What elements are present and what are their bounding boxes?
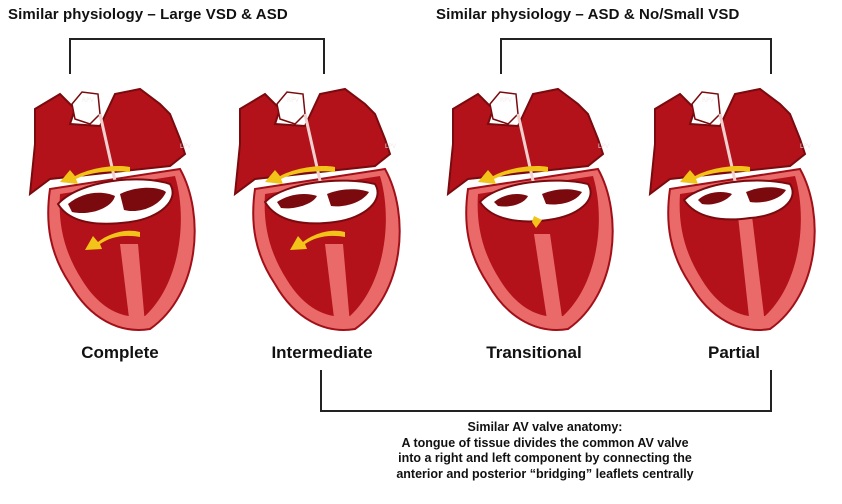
bracket-bottom [320, 370, 772, 412]
rpv-label: RPV [287, 97, 300, 104]
label-partial: Partial [649, 343, 819, 363]
anatomy-title: Similar AV valve anatomy: [312, 420, 778, 436]
header-left: Similar physiology – Large VSD & ASD [8, 6, 288, 23]
label-complete: Complete [35, 343, 205, 363]
lpv-label: LPV [800, 143, 812, 150]
lpv-label: LPV [385, 143, 397, 150]
header-right: Similar physiology – ASD & No/Small VSD [436, 6, 739, 23]
lpv-label: LPV [180, 143, 192, 150]
rpv-label: RPV [500, 97, 513, 104]
label-transitional: Transitional [449, 343, 619, 363]
heart-intermediate: RPV LPV [225, 84, 425, 334]
anatomy-line: into a right and left component by conne… [312, 451, 778, 467]
bracket-top-left [69, 38, 325, 74]
anatomy-line: A tongue of tissue divides the common AV… [312, 436, 778, 452]
anatomy-note: Similar AV valve anatomy: A tongue of ti… [312, 420, 778, 482]
anatomy-line: anterior and posterior “bridging” leafle… [312, 467, 778, 483]
heart-partial: RPV LPV [640, 84, 840, 334]
label-intermediate: Intermediate [237, 343, 407, 363]
heart-complete: RPV LPV [20, 84, 220, 334]
lpv-label: LPV [598, 143, 610, 150]
rpv-label: RPV [702, 97, 715, 104]
heart-transitional: RPV LPV [438, 84, 638, 334]
bracket-top-right [500, 38, 772, 74]
rpv-label: RPV [82, 97, 95, 104]
